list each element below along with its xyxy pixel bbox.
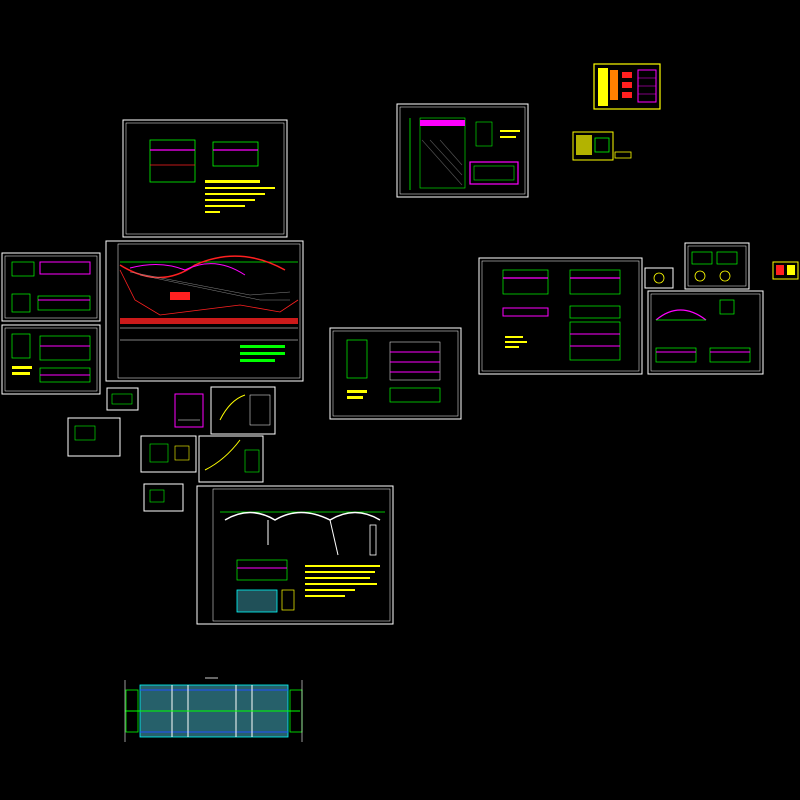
sheet-plan-view[interactable] — [124, 677, 303, 742]
fragment-small-6[interactable] — [198, 435, 264, 483]
fragment-small-2[interactable] — [174, 393, 204, 428]
sheet-bridge-elevation[interactable] — [196, 485, 394, 625]
sheet-right-small-a[interactable] — [644, 267, 674, 289]
sheet-legend-table[interactable] — [593, 63, 661, 110]
sheet-left-upper[interactable] — [1, 252, 101, 322]
sheet-right-small-b[interactable] — [684, 242, 750, 290]
sheet-middle-tables[interactable] — [329, 327, 462, 420]
sheet-small-detail[interactable] — [572, 131, 632, 161]
fragment-small-4[interactable] — [67, 417, 121, 457]
sheet-left-lower[interactable] — [1, 324, 101, 395]
sheet-far-right-thumb[interactable] — [772, 261, 799, 280]
sheet-main-elevation[interactable] — [105, 240, 304, 382]
fragment-small-7[interactable] — [143, 483, 184, 512]
sheet-right-arch[interactable] — [647, 290, 764, 375]
fragment-small-3[interactable] — [210, 386, 276, 435]
fragment-small-5[interactable] — [140, 435, 197, 473]
sheet-top-cross-sections[interactable] — [122, 119, 288, 238]
sheet-foundation-piles[interactable] — [396, 103, 529, 198]
fragment-small-1[interactable] — [106, 387, 139, 411]
sheet-right-tables[interactable] — [478, 257, 643, 375]
